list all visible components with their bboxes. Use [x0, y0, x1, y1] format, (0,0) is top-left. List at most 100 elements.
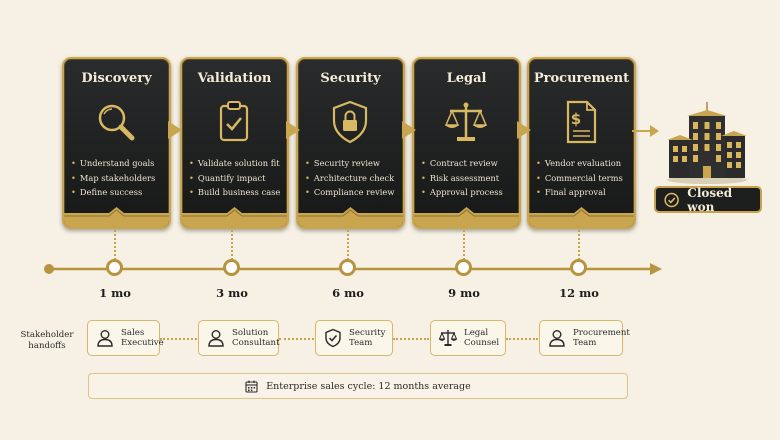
handoff-label: Solution Consultant: [232, 328, 280, 349]
label-line: Security: [349, 327, 386, 338]
label-line: Executive: [121, 338, 164, 348]
flow-arrow-icon: [517, 121, 531, 139]
stage-title: Procurement: [533, 71, 630, 86]
month-label: 6 mo: [332, 286, 364, 300]
handoff-legal-counsel: Legal Counsel: [430, 320, 506, 356]
stakeholder-handoffs-label: Stakeholder handoffs: [12, 330, 82, 352]
label-line: Consultant: [232, 338, 280, 348]
month-label: 9 mo: [448, 286, 480, 300]
label-line: Procurement: [573, 327, 630, 338]
timeline-node: [223, 259, 240, 276]
stage-bullets: Contract review Risk assessment Approval…: [421, 156, 516, 200]
connector-line: [578, 226, 580, 260]
stage-card-security: Security Security review Architecture ch…: [296, 57, 405, 229]
label-line: Team: [573, 338, 597, 348]
ribbon-decoration: [298, 207, 403, 227]
label-line: Solution: [232, 327, 269, 338]
person-icon: [549, 330, 565, 347]
bullet: Map stakeholders: [71, 171, 166, 186]
person-icon: [208, 330, 224, 347]
label-line: Stakeholder: [20, 330, 74, 340]
ribbon-decoration: [414, 207, 519, 227]
bullet: Vendor evaluation: [536, 156, 631, 171]
shield-check-icon: [325, 328, 341, 348]
summary-text: Enterprise sales cycle: 12 months averag…: [266, 380, 471, 392]
magnifier-icon: [98, 104, 135, 141]
connector-line: [463, 226, 465, 260]
label-line: Team: [349, 338, 373, 348]
handoff-sales-executive: Sales Executive: [87, 320, 164, 356]
handoff-security-team: Security Team: [315, 320, 393, 356]
scales-icon: [438, 330, 458, 346]
shield-lock-icon: [332, 100, 368, 144]
timeline-node: [339, 259, 356, 276]
timeline-node: [570, 259, 587, 276]
person-icon: [97, 330, 113, 347]
closed-won-label: Closed won: [687, 185, 733, 214]
ribbon-decoration: [64, 207, 169, 227]
connector-line: [114, 226, 116, 260]
handoff-label: Legal Counsel: [464, 328, 499, 349]
bullet: Approval process: [421, 185, 516, 200]
bullet: Architecture check: [305, 171, 400, 186]
handoff-label: Security Team: [349, 328, 386, 349]
handoff-connector: [506, 338, 538, 340]
label-line: Counsel: [464, 338, 500, 348]
bullet: Commercial terms: [536, 171, 631, 186]
clipboard-check-icon: [219, 101, 249, 142]
calendar-icon: [245, 380, 258, 393]
connector-line: [347, 226, 349, 260]
bullet: Understand goals: [71, 156, 166, 171]
stage-title: Security: [320, 71, 381, 86]
check-circle-icon: [664, 192, 679, 207]
handoff-label: Procurement Team: [573, 328, 630, 349]
flow-arrow-icon: [286, 121, 300, 139]
handoff-procurement-team: Procurement Team: [539, 320, 630, 356]
dollar-document-icon: $: [566, 100, 597, 144]
timeline-node: [455, 259, 472, 276]
stage-bullets: Understand goals Map stakeholders Define…: [71, 156, 166, 200]
outcome-arrow-icon: [632, 125, 659, 137]
month-label: 1 mo: [99, 286, 131, 300]
handoff-connector: [393, 338, 429, 340]
connector-line: [231, 226, 233, 260]
bullet: Risk assessment: [421, 171, 516, 186]
bullet: Security review: [305, 156, 400, 171]
ribbon-decoration: [529, 207, 634, 227]
month-label: 12 mo: [559, 286, 599, 300]
stage-title: Discovery: [81, 71, 152, 86]
timeline-node: [106, 259, 123, 276]
ribbon-decoration: [182, 207, 287, 227]
bullet: Validate solution fit: [189, 156, 284, 171]
label-line: Legal: [464, 327, 489, 338]
stage-title: Validation: [197, 71, 272, 86]
stage-card-discovery: Discovery Understand goals Map stakehold…: [62, 57, 171, 229]
stage-card-procurement: Procurement $ Vendor evaluation Commerci…: [527, 57, 636, 229]
svg-text:$: $: [571, 110, 581, 128]
stage-bullets: Validate solution fit Quantify impact Bu…: [189, 156, 284, 200]
handoff-label: Sales Executive: [121, 328, 164, 349]
label-line: handoffs: [28, 341, 66, 351]
bullet: Compliance review: [305, 185, 400, 200]
office-building-icon: [667, 102, 747, 184]
label-line: Sales: [121, 327, 145, 338]
stage-card-validation: Validation Validate solution fit Quantif…: [180, 57, 289, 229]
bullet: Contract review: [421, 156, 516, 171]
handoff-solution-consultant: Solution Consultant: [198, 320, 280, 356]
stage-card-legal: Legal Contract review Risk assessment Ap…: [412, 57, 521, 229]
scales-icon: [444, 102, 488, 141]
stage-bullets: Security review Architecture check Compl…: [305, 156, 400, 200]
summary-bar: Enterprise sales cycle: 12 months averag…: [88, 373, 628, 399]
month-label: 3 mo: [216, 286, 248, 300]
bullet: Final approval: [536, 185, 631, 200]
handoff-connector: [160, 338, 197, 340]
handoff-connector: [279, 338, 314, 340]
bullet: Define success: [71, 185, 166, 200]
flow-arrow-icon: [168, 121, 182, 139]
flow-arrow-icon: [402, 121, 416, 139]
stage-title: Legal: [446, 71, 487, 86]
bullet: Quantify impact: [189, 171, 284, 186]
stage-bullets: Vendor evaluation Commercial terms Final…: [536, 156, 631, 200]
bullet: Build business case: [189, 185, 284, 200]
closed-won-badge: Closed won: [654, 185, 762, 214]
